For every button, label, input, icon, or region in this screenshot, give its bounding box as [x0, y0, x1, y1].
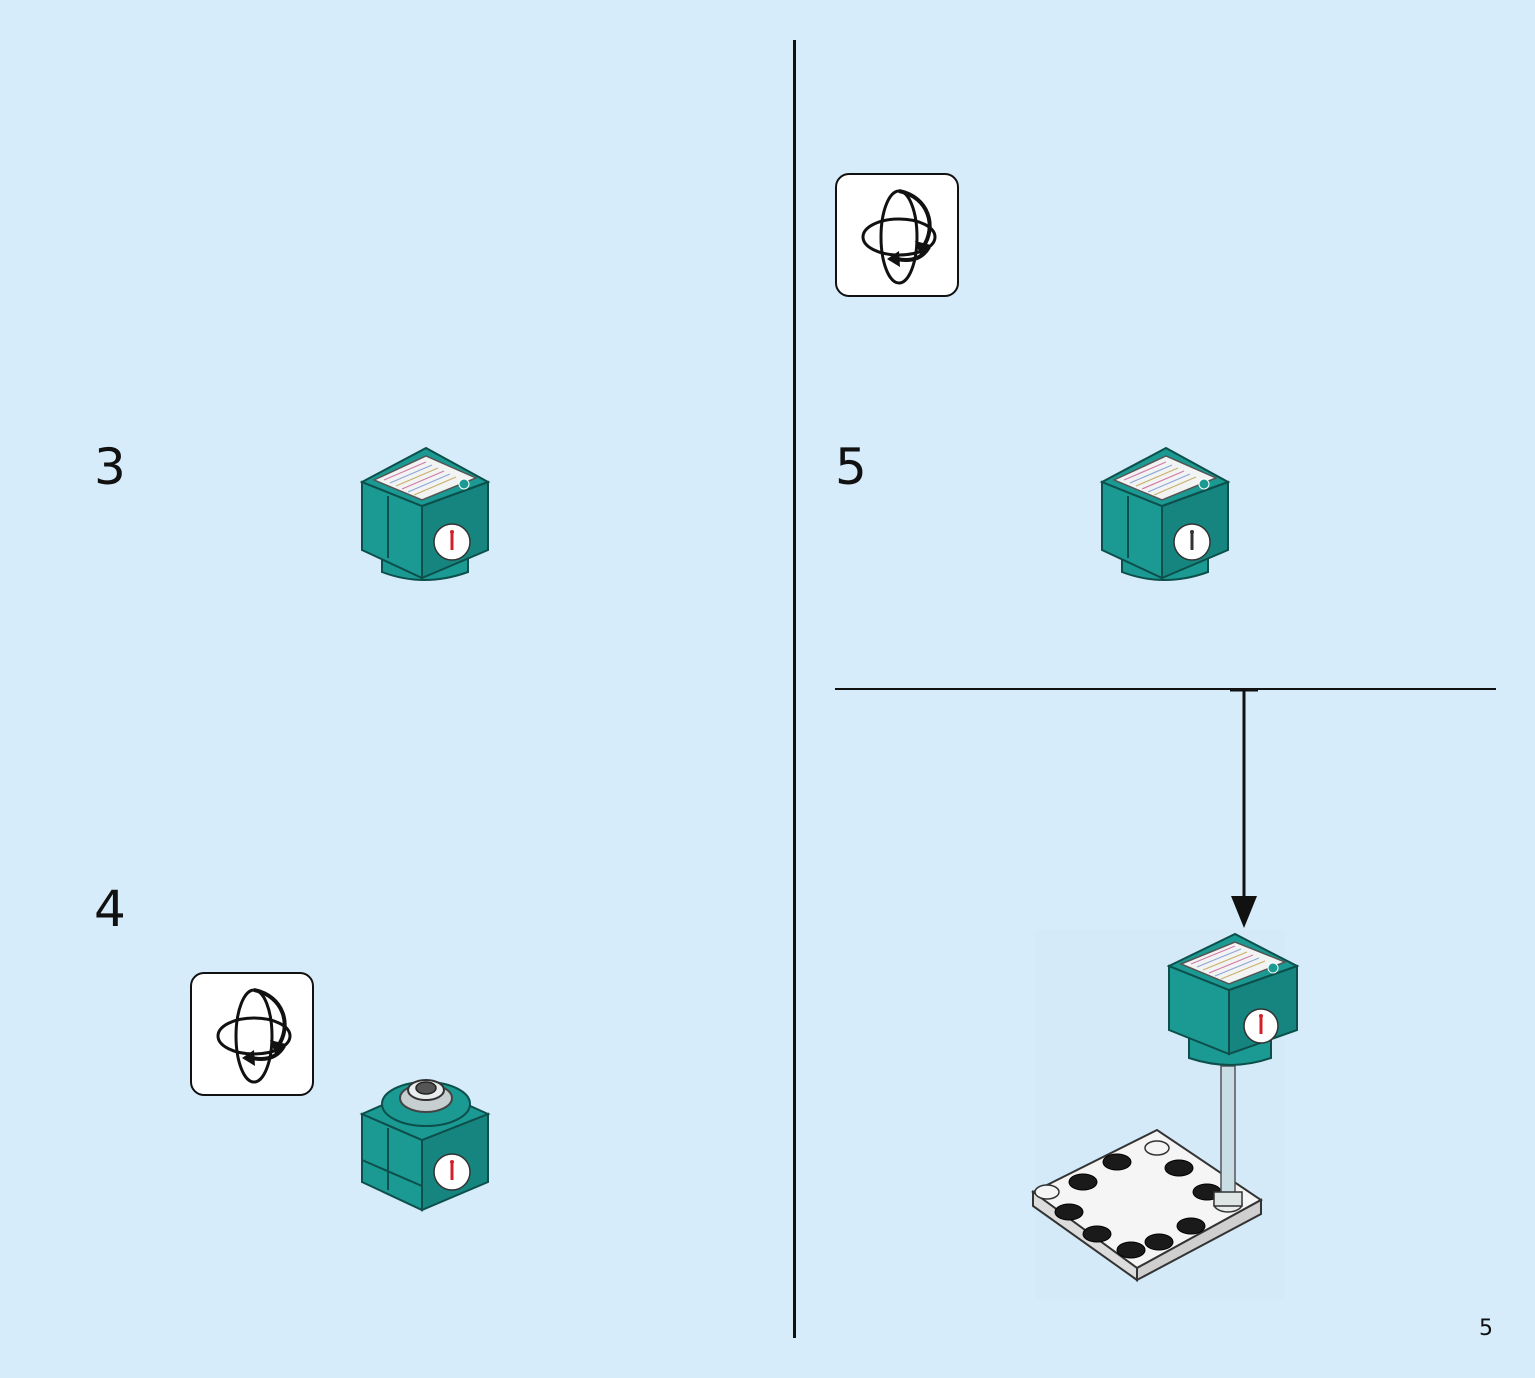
- page-number: 5: [1479, 1316, 1493, 1341]
- horizontal-divider: [835, 688, 1496, 690]
- final-assembly: [1025, 930, 1315, 1310]
- down-arrow-icon: [1228, 688, 1260, 932]
- step-number-4: 4: [94, 880, 126, 938]
- vertical-divider: [793, 40, 796, 1338]
- rotate-model-icon: [190, 972, 314, 1096]
- brick-assembly-step-4: [359, 1074, 491, 1214]
- brick-assembly-step-3: [359, 446, 491, 586]
- step-number-5: 5: [835, 438, 867, 496]
- rotate-model-icon: [835, 173, 959, 297]
- brick-assembly-step-5: [1099, 446, 1231, 586]
- step-number-3: 3: [94, 438, 126, 496]
